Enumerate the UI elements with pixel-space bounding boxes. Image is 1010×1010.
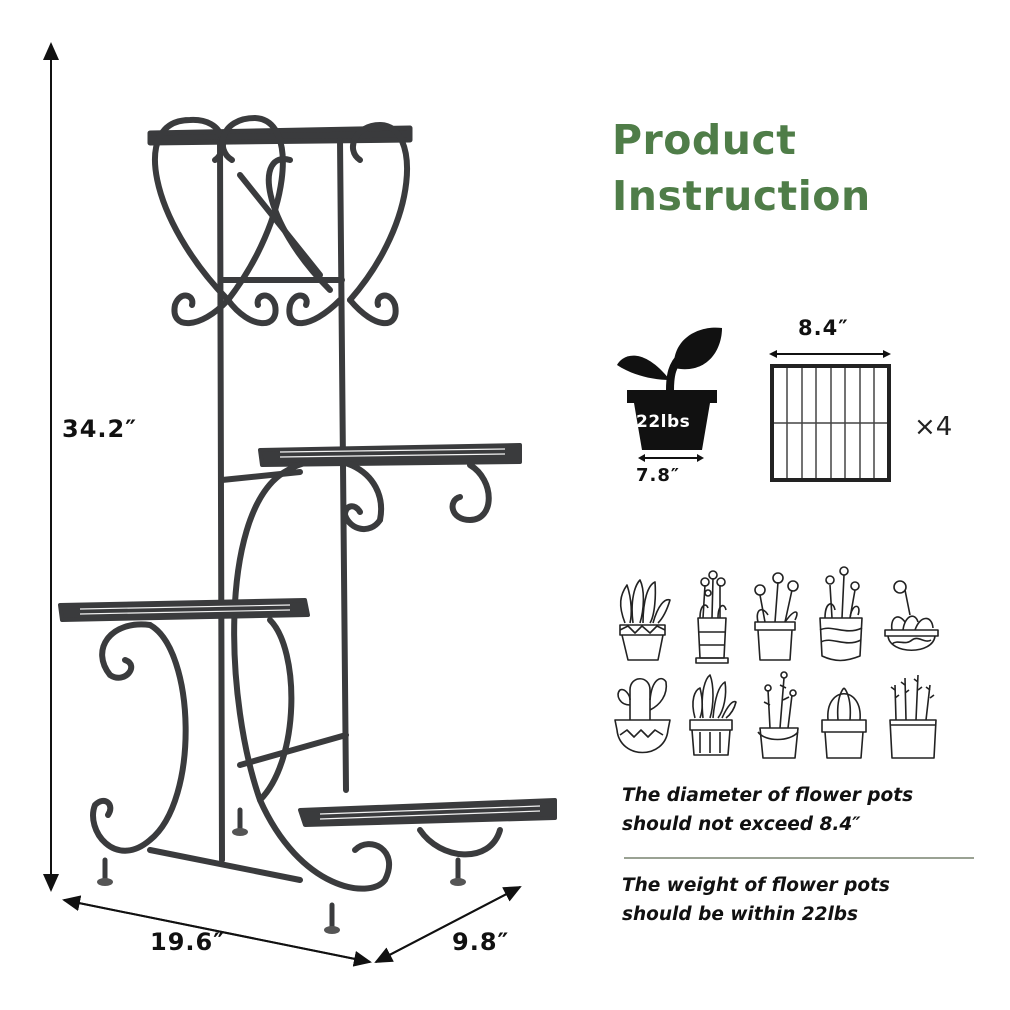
title-line-2: Instruction bbox=[612, 172, 871, 220]
divider bbox=[624, 857, 974, 859]
succulent-zigzag-pot-icon bbox=[619, 579, 671, 661]
plant-gallery bbox=[614, 566, 939, 759]
title-line-1: Product bbox=[612, 116, 797, 164]
flowers-plain-pot-icon bbox=[754, 572, 799, 661]
page-title: Product Instruction bbox=[612, 112, 871, 224]
post-left bbox=[217, 137, 225, 863]
shelf-4 bbox=[298, 798, 557, 827]
succulent-bowl-pot-icon bbox=[884, 580, 939, 652]
note-line: should be within 22lbs bbox=[622, 904, 859, 925]
pot-diameter-note: The diameter of flower pots should not e… bbox=[622, 781, 913, 839]
depth-dimension-label: 9.8″ bbox=[452, 928, 510, 956]
height-dimension-label: 34.2″ bbox=[62, 415, 137, 443]
aloe-ribbed-pot-icon bbox=[689, 674, 737, 756]
potted-plant-icon bbox=[617, 327, 722, 462]
shelf-width-label: 8.4″ bbox=[798, 316, 849, 340]
round-cactus-pot-icon bbox=[821, 687, 867, 759]
shelf-quantity-label: ×4 bbox=[914, 412, 953, 442]
flowers-wavy-pot-icon bbox=[819, 566, 863, 662]
cactus-zigzag-bowl-icon bbox=[614, 677, 671, 754]
shelf-grid-icon bbox=[769, 350, 891, 482]
note-line: The diameter of flower pots bbox=[622, 785, 914, 806]
note-line: should not exceed 8.4″ bbox=[622, 814, 861, 835]
width-dimension-label: 19.6″ bbox=[150, 928, 225, 956]
pot-width-label: 7.8″ bbox=[636, 465, 680, 486]
shelf-3 bbox=[58, 598, 310, 622]
flowers-striped-pot-icon bbox=[695, 570, 729, 664]
pot-weight-label: 22lbs bbox=[636, 412, 691, 432]
pot-weight-note: The weight of flower pots should be with… bbox=[622, 871, 890, 929]
herb-bucket-pot-icon bbox=[757, 671, 799, 759]
plant-stand-illustration bbox=[58, 115, 557, 934]
note-line: The weight of flower pots bbox=[622, 875, 890, 896]
lavender-pot-icon bbox=[889, 674, 937, 759]
